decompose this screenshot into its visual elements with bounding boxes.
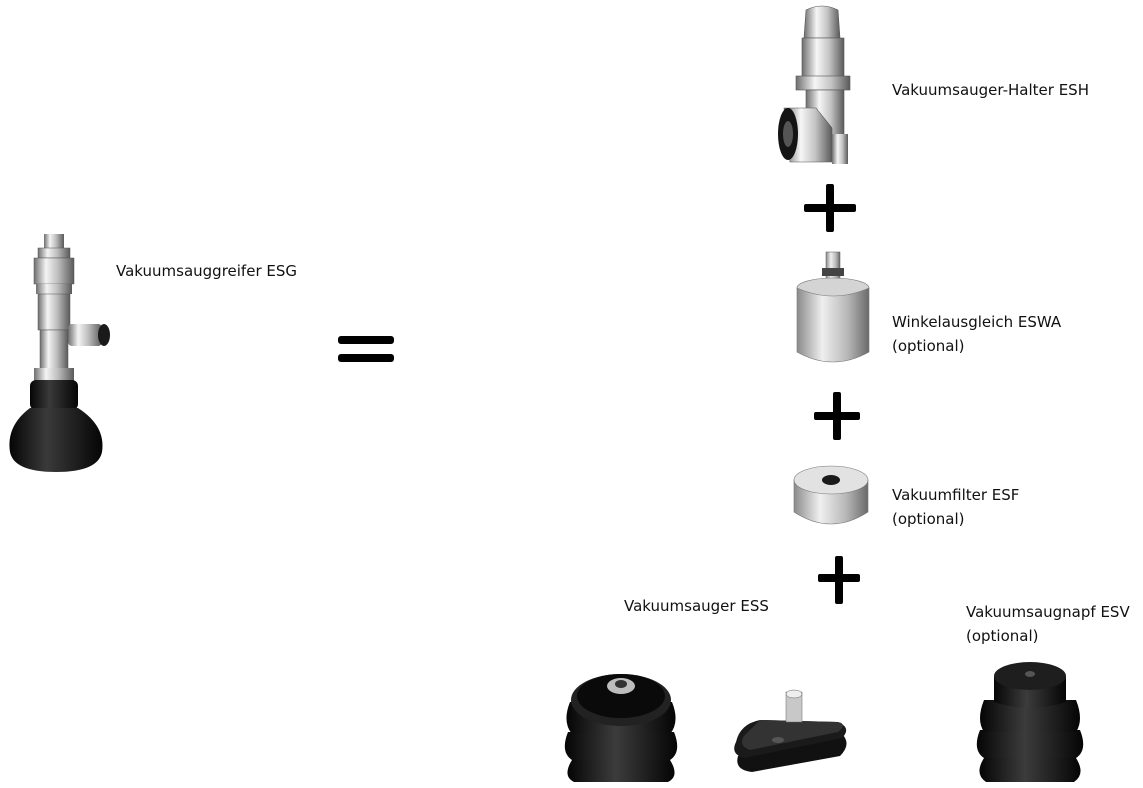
plus-icon — [804, 184, 856, 232]
vacuum-holder-icon — [778, 5, 851, 164]
suction-cup-label: Vakuumsauger ESS — [624, 597, 769, 615]
vacuum-filter-icon — [793, 465, 869, 525]
filter-label: Vakuumfilter ESF (optional) — [892, 486, 1020, 528]
main-assembly-label: Vakuumsauggreifer ESG — [116, 262, 297, 280]
suction-pad-label: Vakuumsaugnapf ESV (optional) — [966, 603, 1130, 645]
oval-suction-cup-icon — [734, 689, 847, 772]
angle-compensator-label: Winkelausgleich ESWA (optional) — [892, 313, 1062, 355]
equals-icon — [338, 336, 394, 362]
round-suction-cup-icon — [564, 674, 678, 782]
holder-label: Vakuumsauger-Halter ESH — [892, 81, 1089, 99]
plus-icon — [814, 392, 860, 440]
plus-icon — [818, 556, 860, 604]
suction-pad-icon — [976, 662, 1084, 782]
vacuum-gripper-assembly-icon — [9, 234, 110, 472]
angle-compensator-icon — [796, 251, 870, 363]
